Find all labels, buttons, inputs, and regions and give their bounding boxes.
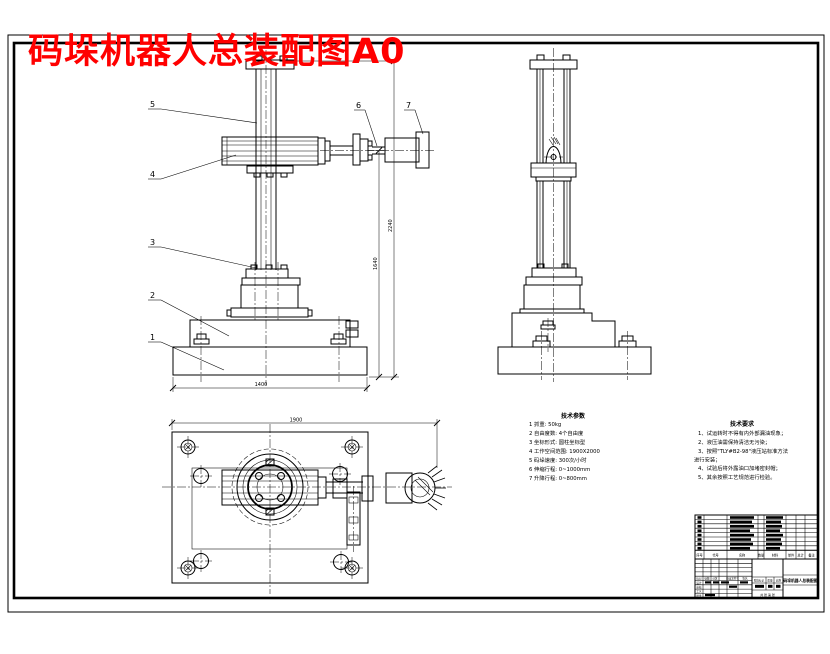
top-view-dimension: 1900: [168, 418, 441, 468]
svg-text:4、试验后将外露油口加堵密封帽；: 4、试验后将外露油口加堵密封帽；: [698, 464, 781, 472]
tech-requirements-title: 技术要求: [730, 420, 755, 428]
svg-text:进行安装；: 进行安装；: [694, 456, 721, 464]
svg-text:2、液压油需保持清洁无污染；: 2、液压油需保持清洁无污染；: [698, 438, 770, 446]
title-block-main: 标记 处数 分区 更改文件号 签名 设计 审核 工艺 批准 阶段标记 质量 比例: [694, 558, 819, 599]
svg-text:数量: 数量: [758, 553, 765, 558]
dim-front-total-height: 2240: [388, 219, 394, 232]
tech-params-title: 技术参数: [561, 412, 586, 420]
svg-text:名称: 名称: [739, 553, 746, 558]
part-label-7: 7: [406, 101, 411, 110]
parts-list: 序号 代号 名称 数量 材料 单件 总计 备注: [694, 514, 819, 560]
side-view: [497, 48, 652, 382]
part-label-3: 3: [150, 238, 155, 247]
corner-bolt-top-left: [177, 436, 199, 458]
svg-text:3 坐标形式: 圆柱坐标型: 3 坐标形式: 圆柱坐标型: [529, 438, 586, 446]
svg-text:工艺: 工艺: [696, 590, 702, 594]
svg-text:批准: 批准: [696, 594, 702, 598]
svg-text:阶段标记: 阶段标记: [754, 579, 765, 583]
svg-text:2 自由度数: 4个自由度: 2 自由度数: 4个自由度: [529, 429, 584, 437]
part-label-4: 4: [150, 170, 155, 179]
part-label-6: 6: [356, 101, 361, 110]
part-leaders: 5 4 3 2 1 6 7: [148, 100, 424, 371]
part-label-1: 1: [150, 333, 155, 342]
top-view: 1900: [162, 418, 452, 594]
svg-text:备注: 备注: [808, 553, 815, 558]
title-block: 序号 代号 名称 数量 材料 单件 总计 备注: [694, 514, 819, 599]
svg-text:代号: 代号: [712, 553, 718, 558]
svg-text:1、试运转时不得有内外部漏油现象；: 1、试运转时不得有内外部漏油现象；: [698, 429, 786, 437]
title-block-drawing-name: 码垛机器人总装配图: [783, 578, 817, 583]
front-view: 5 4 3 2 1 6 7: [148, 50, 436, 392]
main-title: 码垛机器人总装配图A0: [28, 32, 406, 72]
corner-bolt-bottom-right: [341, 557, 363, 579]
svg-text:分区: 分区: [712, 577, 718, 581]
svg-text:审核: 审核: [696, 585, 702, 589]
svg-text:总计: 总计: [797, 553, 804, 558]
sheet-count-text: 共 张 第 张: [760, 592, 775, 597]
svg-text:7 升降行程: 0~800mm: 7 升降行程: 0~800mm: [529, 474, 587, 482]
svg-text:签名: 签名: [742, 577, 748, 581]
svg-text:序号: 序号: [696, 553, 702, 558]
parts-list-rows: [697, 516, 783, 550]
tech-params-block: 技术参数 1 抓重: 50kg 2 自由度数: 4个自由度 3 坐标形式: 圆柱…: [529, 412, 601, 482]
front-dimensions: 1400 1640 2240: [169, 57, 399, 392]
svg-text:设计: 设计: [696, 581, 702, 585]
svg-text:更改文件号: 更改文件号: [726, 577, 739, 581]
dim-front-base-width: 1400: [255, 382, 268, 388]
svg-text:材料: 材料: [772, 553, 779, 558]
corner-bolt-bottom-left: [177, 557, 199, 579]
svg-text:5、其余按照工艺规范进行检验。: 5、其余按照工艺规范进行检验。: [698, 473, 776, 481]
part-label-5: 5: [150, 100, 155, 109]
dim-front-arm-height: 1640: [373, 257, 379, 270]
svg-text:4 工作空间范围: 1900X2000: 4 工作空间范围: 1900X2000: [529, 447, 601, 455]
svg-text:5 码垛速度: 300次/小时: 5 码垛速度: 300次/小时: [529, 456, 587, 464]
dim-top-total-reach: 1900: [290, 418, 303, 424]
svg-text:处数: 处数: [704, 577, 710, 581]
gripper-plan: [385, 465, 446, 511]
svg-text:标记: 标记: [696, 577, 702, 581]
corner-bolt-top-right: [341, 436, 363, 458]
svg-text:单件: 单件: [788, 553, 795, 558]
svg-text:6 伸缩行程: 0~1000mm: 6 伸缩行程: 0~1000mm: [529, 465, 590, 473]
svg-text:1 抓重: 50kg: 1 抓重: 50kg: [529, 420, 561, 428]
svg-text:质量: 质量: [767, 579, 773, 583]
tech-requirements-block: 技术要求 1、试运转时不得有内外部漏油现象； 2、液压油需保持清洁无污染； 3、…: [694, 420, 788, 481]
part-label-2: 2: [150, 291, 155, 300]
svg-text:3、按照"TLY#B2-98"液压站标准方法: 3、按照"TLY#B2-98"液压站标准方法: [698, 447, 788, 455]
drawing-border: [7, 34, 825, 613]
svg-text:比例: 比例: [776, 579, 782, 583]
